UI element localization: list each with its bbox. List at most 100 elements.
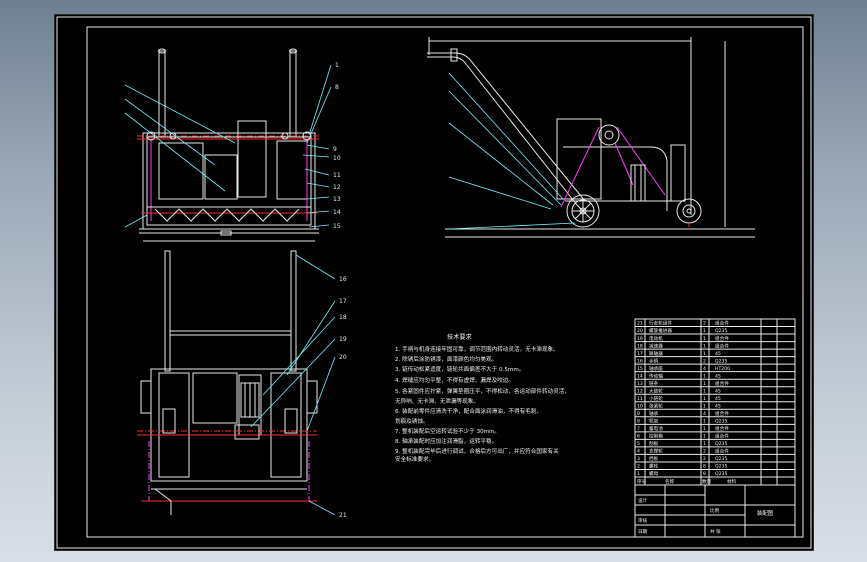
bom-cell-no: 5 xyxy=(637,441,640,447)
side-view xyxy=(427,37,755,238)
callout-10: 10 xyxy=(333,155,341,162)
bom-cell-name: 减速器 xyxy=(649,342,663,349)
note-line-12: 安全标准要求。 xyxy=(395,455,434,463)
bom-cell-material: 45 xyxy=(715,373,721,379)
bom-cell-no: 8 xyxy=(637,419,640,425)
bom-cell-qty: 1 xyxy=(703,388,706,394)
bom-cell-name: 螺母 xyxy=(649,470,659,477)
bom-cell-material: 组合件 xyxy=(715,342,729,349)
bom-cell-no: 1 xyxy=(637,471,640,477)
bom-cell-name: 支撑轮 xyxy=(649,448,663,455)
callout-8: 8 xyxy=(335,84,339,91)
bom-cell-no: 15 xyxy=(637,366,643,372)
bom-cell-qty: 2 xyxy=(703,358,706,364)
callout-12: 12 xyxy=(333,184,341,191)
bom-cell-material: 45 xyxy=(715,388,721,394)
inner-frame xyxy=(86,26,804,538)
cad-viewport[interactable]: 1 8 9 10 11 12 13 14 15 xyxy=(54,14,814,551)
callout-11: 11 xyxy=(333,172,341,179)
bom-cell-qty: 2 xyxy=(703,456,706,462)
bom-cell-no: 3 xyxy=(637,456,640,462)
title-designer: 设计 xyxy=(638,497,648,504)
bom-cell-material: 组合件 xyxy=(715,410,729,417)
bom-cell-no: 2 xyxy=(637,464,640,470)
callout-14: 14 xyxy=(333,209,341,216)
bom-cell-qty: 1 xyxy=(703,419,706,425)
assembly-drawing: 1 8 9 10 11 12 13 14 15 xyxy=(56,16,812,549)
note-line-11: 9. 整机装配完毕后进行调试，合格后方可出厂，并应符合国家有关 xyxy=(395,447,559,455)
callout-19: 19 xyxy=(339,336,347,343)
bom-cell-material: Q235 xyxy=(715,441,727,447)
bom-cell-material: Q235 xyxy=(715,419,727,425)
callout-21: 21 xyxy=(339,512,347,519)
bom-cell-no: 20 xyxy=(637,328,643,334)
bom-cell-qty: 1 xyxy=(703,403,706,409)
bom-cell-name: 联轴器 xyxy=(649,350,663,357)
bom-cell-no: 16 xyxy=(637,358,643,364)
note-line-9: 7. 整机装配后空运转试验不少于 30min。 xyxy=(395,427,500,435)
bom-cell-material: 45 xyxy=(715,396,721,402)
callout-16: 16 xyxy=(339,276,347,283)
bom-cell-no: 21 xyxy=(637,321,643,327)
front-view: 1 8 9 10 11 12 13 14 15 xyxy=(124,48,341,242)
bom-cell-name: 小链轮 xyxy=(649,395,663,402)
bom-cell-name: 手柄 xyxy=(649,357,659,364)
callout-17: 17 xyxy=(339,298,347,305)
note-line-5: 5. 各紧固件应拧紧，弹簧垫圈压平，不得松动，各运动部件转动灵活， xyxy=(395,387,570,395)
title-scale: 比例 xyxy=(710,507,720,514)
bom-cell-material: 组合件 xyxy=(715,320,729,327)
bom-header-no: 序号 xyxy=(637,478,647,485)
note-line-7: 6. 装配前零件应清洗干净，配合面涂润滑油，不得有毛刺、 xyxy=(395,407,542,415)
bom-cell-qty: 1 xyxy=(703,328,706,334)
bom-cell-material: 组合件 xyxy=(715,335,729,342)
bom-cell-qty: 1 xyxy=(703,426,706,432)
bom-cell-no: 11 xyxy=(637,396,643,402)
note-line-6: 无异响、无卡滞、无泄漏等现象。 xyxy=(395,397,479,405)
bom-cell-name: 电动机 xyxy=(649,335,663,342)
bom-cell-material: 组合件 xyxy=(715,448,729,455)
note-line-4: 4. 焊缝应均匀平整，不得有虚焊、漏焊及咬边。 xyxy=(395,376,514,384)
bom-cell-name: 蓄电池 xyxy=(649,425,663,432)
bom-cell-qty: 2 xyxy=(703,449,706,455)
bom-cell-material: 组合件 xyxy=(715,433,729,440)
bom-header-material: 材料 xyxy=(727,478,737,485)
bom-cell-no: 19 xyxy=(637,336,643,342)
bom-cell-qty: 8 xyxy=(703,471,706,477)
bom-cell-material: Q235 xyxy=(715,471,727,477)
note-line-10: 8. 轴承装配时应加注润滑脂，运转平稳。 xyxy=(395,437,497,445)
outer-frame xyxy=(56,16,812,549)
callout-20: 20 xyxy=(339,354,347,361)
notes-title: 技术要求 xyxy=(447,333,472,341)
bom-cell-qty: 1 xyxy=(703,434,706,440)
bom-cell-no: 13 xyxy=(637,381,643,387)
bom-cell-material: Q235 xyxy=(715,456,727,462)
bom-cell-qty: 1 xyxy=(703,336,706,342)
note-line-2: 2. 除锈后涂防锈漆，面漆颜色均匀美观。 xyxy=(395,355,497,363)
title-date: 日期 xyxy=(638,529,648,535)
title-drawing-name: 装配图 xyxy=(757,509,773,517)
title-sheet: 共 张 xyxy=(710,528,721,535)
bom-cell-qty: 8 xyxy=(703,464,706,470)
bom-cell-material: Q235 xyxy=(715,464,727,470)
bom-cell-qty: 1 xyxy=(703,396,706,402)
callout-15: 15 xyxy=(333,223,341,230)
bom-cell-material: 45 xyxy=(715,403,721,409)
bom-cell-no: 10 xyxy=(637,403,643,409)
bom-cell-qty: 1 xyxy=(703,351,706,357)
bom-cell-material: 组合件 xyxy=(715,380,729,387)
technical-notes: 技术要求 1. 手柄与机身连接牢固可靠，调节范围内转动灵活，无卡滞现象。 2. … xyxy=(395,333,570,463)
bom-cell-qty: 1 xyxy=(703,381,706,387)
bom-cell-material: Q235 xyxy=(715,358,727,364)
bom-cell-qty: 1 xyxy=(703,343,706,349)
bom-cell-name: 传动轴 xyxy=(649,372,663,379)
bom-cell-no: 18 xyxy=(637,343,643,349)
title-checker: 审核 xyxy=(638,517,648,524)
bom-cell-no: 17 xyxy=(637,351,643,357)
callout-9: 9 xyxy=(333,146,337,153)
bom-cell-name: 螺旋推进器 xyxy=(649,327,672,334)
note-line-1: 1. 手柄与机身连接牢固可靠，调节范围内转动灵活，无卡滞现象。 xyxy=(395,345,559,353)
bom-header-name: 名称 xyxy=(665,478,675,485)
note-line-8: 划痕及锈蚀。 xyxy=(395,417,429,425)
bom-cell-name: 螺栓 xyxy=(649,463,659,470)
